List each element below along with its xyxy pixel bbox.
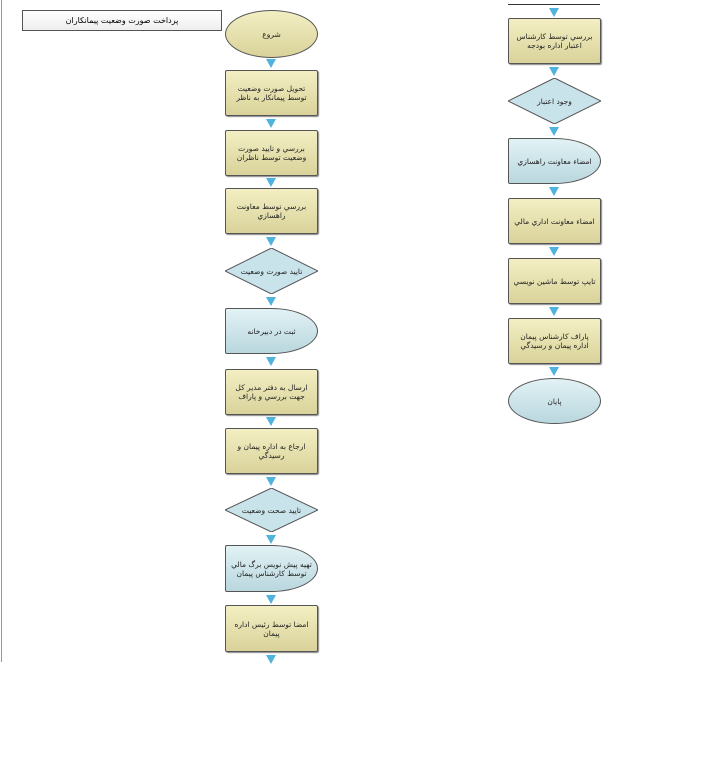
arrow-icon xyxy=(266,417,276,426)
process-step: امضاء معاونت اداري مالي xyxy=(508,198,601,244)
process-step: بررسي توسط كارشناس اعتبار اداره بودجه xyxy=(508,18,601,64)
delay-step: امضاء معاونت راهسازي xyxy=(508,138,601,184)
arrow-icon xyxy=(266,655,276,664)
arrow-icon xyxy=(266,59,276,68)
arrow-icon xyxy=(266,477,276,486)
decision-label: وجود اعتبار xyxy=(537,96,572,106)
delay-step: تهيه پيش نويس برگ مالي توسط كارشناس پيما… xyxy=(225,545,318,592)
process-step: امضا توسط رئيس اداره پيمان xyxy=(225,605,318,652)
process-step: پاراف كارشناس پيمان اداره پيمان و رسيدگي xyxy=(508,318,601,364)
arrow-icon xyxy=(266,595,276,604)
connector-line xyxy=(508,4,600,5)
end-terminal: پايان xyxy=(508,378,601,424)
decision-node: تاييد صحت وضعيت xyxy=(225,488,318,532)
arrow-icon xyxy=(549,67,559,76)
arrow-icon xyxy=(549,307,559,316)
process-step: تايپ توسط ماشين نويسي xyxy=(508,258,601,304)
arrow-icon xyxy=(549,247,559,256)
decision-node: وجود اعتبار xyxy=(508,78,601,124)
arrow-icon xyxy=(266,119,276,128)
decision-label: تاييد صحت وضعيت xyxy=(241,505,302,515)
arrow-icon xyxy=(266,178,276,187)
start-terminal: شروع xyxy=(225,10,318,58)
process-step: بررسي توسط معاونت راهسازي xyxy=(225,188,318,234)
diagram-title: پرداخت صورت وضعيت پيمانكاران xyxy=(22,10,222,31)
process-step: بررسي و تاييد صورت وضعيت توسط ناظران xyxy=(225,130,318,176)
arrow-icon xyxy=(266,357,276,366)
process-step: ارسال به دفتر مدير كل جهت بررسي و پاراف xyxy=(225,369,318,415)
arrow-icon xyxy=(549,187,559,196)
delay-step: ثبت در دبيرخانه xyxy=(225,308,318,354)
decision-node: تاييد صورت وضعيت xyxy=(225,248,318,294)
page-border xyxy=(1,0,2,662)
process-step: تحويل صورت وضعيت توسط پيمانكار به ناظر xyxy=(225,70,318,116)
arrow-icon xyxy=(549,127,559,136)
arrow-icon xyxy=(549,367,559,376)
arrow-icon xyxy=(549,8,559,17)
arrow-icon xyxy=(266,237,276,246)
process-step: ارجاع به اداره پيمان و رسيدگي xyxy=(225,428,318,474)
arrow-icon xyxy=(266,535,276,544)
arrow-icon xyxy=(266,297,276,306)
decision-label: تاييد صورت وضعيت xyxy=(240,266,303,276)
